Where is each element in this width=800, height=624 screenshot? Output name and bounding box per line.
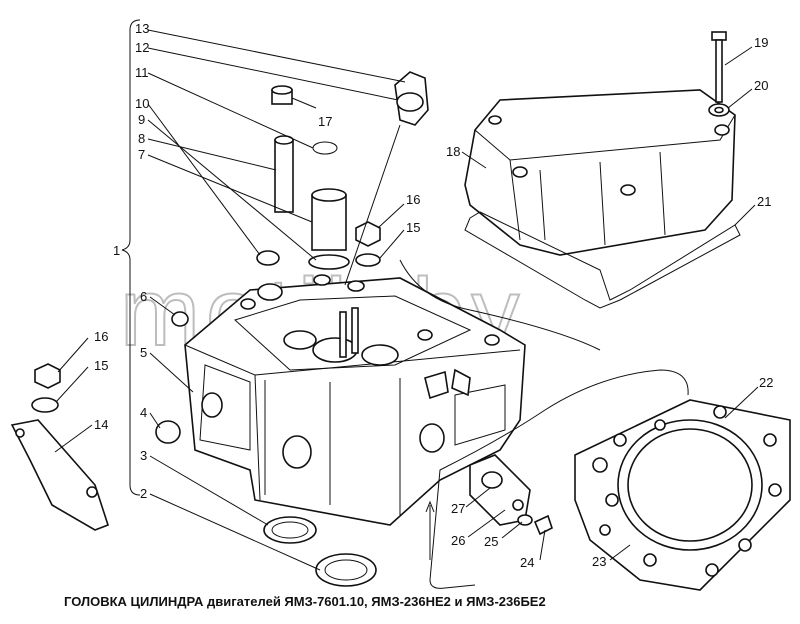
- callout-16-upper: 16: [406, 192, 420, 207]
- callout-12: 12: [135, 40, 149, 55]
- callout-24: 24: [520, 555, 534, 570]
- callout-18: 18: [446, 144, 460, 159]
- assembly-arrow-up: [425, 500, 435, 560]
- callout-16-left: 16: [94, 329, 108, 344]
- plug: [171, 311, 189, 327]
- callout-21: 21: [757, 194, 771, 209]
- callout-labels: 13 12 11 10 9 8 7 1 6 5 4 3 2 17 16 15 1…: [94, 21, 773, 570]
- callout-1: 1: [113, 243, 120, 258]
- callout-15-upper: 15: [406, 220, 420, 235]
- head-gasket: [574, 399, 791, 591]
- callout-22: 22: [759, 375, 773, 390]
- figure-caption: ГОЛОВКА ЦИЛИНДРА двигателей ЯМЗ-7601.10,…: [64, 594, 546, 609]
- callout-9: 9: [138, 112, 145, 127]
- callout-17: 17: [318, 114, 332, 129]
- callout-4: 4: [140, 405, 147, 420]
- callout-14: 14: [94, 417, 108, 432]
- assembly-path-seal: [344, 124, 401, 286]
- callout-11: 11: [135, 65, 149, 80]
- callout-27: 27: [451, 501, 465, 516]
- group-bracket: [121, 19, 141, 496]
- callout-23: 23: [592, 554, 606, 569]
- callout-3: 3: [140, 448, 147, 463]
- callout-26: 26: [451, 533, 465, 548]
- leader-lines: [54, 29, 759, 571]
- valve-seat-exhaust: [315, 553, 377, 587]
- valve-cap: [271, 85, 293, 105]
- assembly-path-cover: [399, 259, 601, 351]
- callout-10: 10: [135, 96, 149, 111]
- cylinder-head-body: [184, 274, 526, 526]
- expansion-plug: [155, 420, 181, 444]
- callout-8: 8: [138, 131, 145, 146]
- valve-cover: [464, 89, 736, 256]
- nozzle-sleeve: [308, 188, 350, 270]
- callout-2: 2: [140, 486, 147, 501]
- assembly-path-right: [429, 369, 689, 589]
- callout-20: 20: [754, 78, 768, 93]
- callout-13: 13: [135, 21, 149, 36]
- callout-19: 19: [754, 35, 768, 50]
- cover-gasket: [464, 211, 741, 309]
- callout-25: 25: [484, 534, 498, 549]
- lifting-bracket-set: [10, 363, 109, 531]
- valve-stem-seal: [394, 71, 429, 126]
- callout-15-left: 15: [94, 358, 108, 373]
- valve-seat-inlet: [263, 516, 317, 544]
- callout-6: 6: [140, 289, 147, 304]
- stud-nut-upper: [355, 221, 381, 267]
- valve-guide: [274, 135, 294, 213]
- cover-bolt: [708, 31, 730, 117]
- sealing-ring: [256, 250, 280, 266]
- callout-5: 5: [140, 345, 147, 360]
- callout-7: 7: [138, 147, 145, 162]
- circlip: [312, 141, 338, 155]
